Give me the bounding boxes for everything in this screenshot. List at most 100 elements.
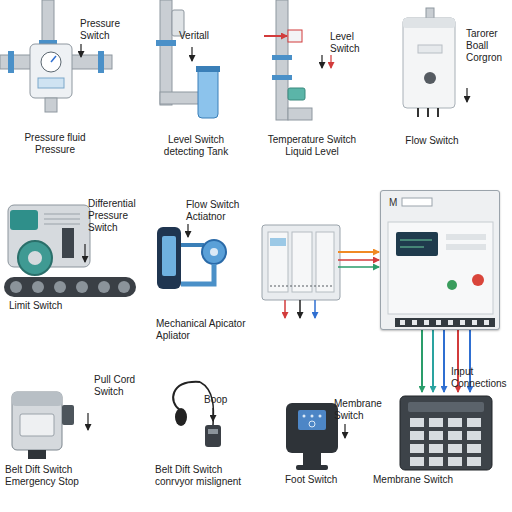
control-panel-details-part [484,320,489,325]
membrane-keypad-illustration-part [467,431,481,440]
leader-arrows-part [344,424,345,438]
foot-switch-illustration-part [296,465,328,470]
boiler-illustration-part [427,108,429,117]
control-panel-details-part [472,274,484,286]
pressure-switch-illustration-part [98,51,104,73]
pull-cord-illustration [173,382,221,447]
text-label: Foot Switch [285,474,360,486]
text-label: Belt Dift Switch Emergency Stop [5,464,107,488]
temperature-pipe-illustration-part [272,75,292,80]
foot-switch-illustration-part [303,415,306,418]
belt-switch-illustration [12,392,74,459]
pressure-switch-illustration-part [51,56,56,62]
text-label: Membrane Switch [373,474,493,486]
control-panel-details-part [396,232,438,256]
plc-illustration-part [299,300,301,318]
input-wires-part [443,328,445,392]
membrane-keypad-illustration-part [467,444,481,453]
control-panel-details-part [460,320,465,325]
text-label: Temperature Switch Liquid Level [257,134,367,158]
plc-illustration-part [268,232,288,292]
temperature-pipe-illustration-part [288,30,302,42]
membrane-keypad-illustration-part [429,418,443,427]
level-pipe-illustration-part [160,92,202,104]
control-panel-details-part [436,320,441,325]
foot-switch-illustration-part [311,415,314,418]
actuator-illustration-part [181,264,214,284]
control-panel-details-part [412,320,417,325]
machine-illustration-part [76,281,88,293]
actuator-illustration-part [162,236,176,276]
membrane-keypad-illustration-part [448,457,462,466]
control-panel: M [380,190,500,330]
leader-arrows-part [84,244,85,262]
actuator-illustration-part [202,240,226,264]
text-label: Pull Cord Switch [94,374,142,398]
machine-illustration-part [4,277,136,297]
control-panel-details-part [388,222,493,314]
machine-illustration-part [10,210,38,230]
control-panel-details-part [400,240,432,241]
foot-switch-illustration-part [298,410,326,430]
leader-arrows-part [321,55,322,68]
text-label: Veritall [179,30,229,42]
machine-illustration-part [44,224,80,225]
membrane-keypad-illustration-part [467,457,481,466]
plc-illustration-part [270,238,286,246]
text-label: Input Connections [451,366,511,390]
leader-arrows-part [212,408,213,421]
temperature-pipe-illustration-part [288,108,312,120]
membrane-keypad-illustration-part [400,396,492,470]
node-text: M [389,197,491,209]
text-label: Belt Dift Switch conrvyor mislignent [155,464,255,488]
control-panel-details-part [472,320,477,325]
leader-arrows-part [330,55,331,68]
text-label: Mechanical Apicator Apliator [156,318,260,342]
machine-illustration-part [44,214,80,215]
level-pipe-illustration [156,0,220,118]
plc-illustration [262,225,379,318]
membrane-keypad-illustration-part [448,431,462,440]
boiler-illustration-part [403,18,455,28]
membrane-keypad-illustration [400,396,492,470]
machine-illustration-part [118,281,130,293]
text-label: Differential Pressure Switch [88,198,144,234]
level-pipe-illustration-part [160,0,172,105]
boiler-illustration-part [424,72,436,84]
pull-cord-illustration-part [205,425,221,447]
control-panel-details-part [446,234,486,240]
pressure-switch-illustration-part [8,51,14,73]
pressure-switch-illustration [0,0,112,112]
machine-illustration-part [28,251,42,265]
plc-illustration-part [262,225,340,300]
membrane-keypad-illustration-part [467,418,481,427]
boiler-illustration [403,8,455,117]
input-wires-part [421,328,423,392]
belt-switch-illustration-part [20,414,54,436]
text-label: Pressure fluid Pressure [10,132,100,156]
membrane-keypad-illustration-part [410,444,424,453]
plc-illustration-part [284,300,286,318]
temperature-pipe-illustration-part [272,55,292,60]
control-panel-details-part [400,320,405,325]
leader-arrows-part [87,413,88,430]
pressure-switch-illustration-part [38,78,64,88]
belt-switch-illustration-part [28,450,46,459]
temperature-pipe-illustration-part [264,35,287,37]
membrane-keypad-illustration-part [410,418,424,427]
machine-illustration-part [98,281,110,293]
membrane-keypad-illustration-part [410,457,424,466]
plc-illustration-part [338,251,379,253]
boiler-illustration-part [437,108,439,117]
foot-switch-illustration-part [309,421,315,427]
plc-illustration-part [314,300,316,318]
membrane-keypad-illustration-part [429,444,443,453]
machine-illustration-part [54,281,66,293]
membrane-keypad-illustration-part [448,444,462,453]
membrane-keypad-illustration-part [429,431,443,440]
text-label: Limit Switch [9,300,89,312]
actuator-illustration [157,227,226,289]
